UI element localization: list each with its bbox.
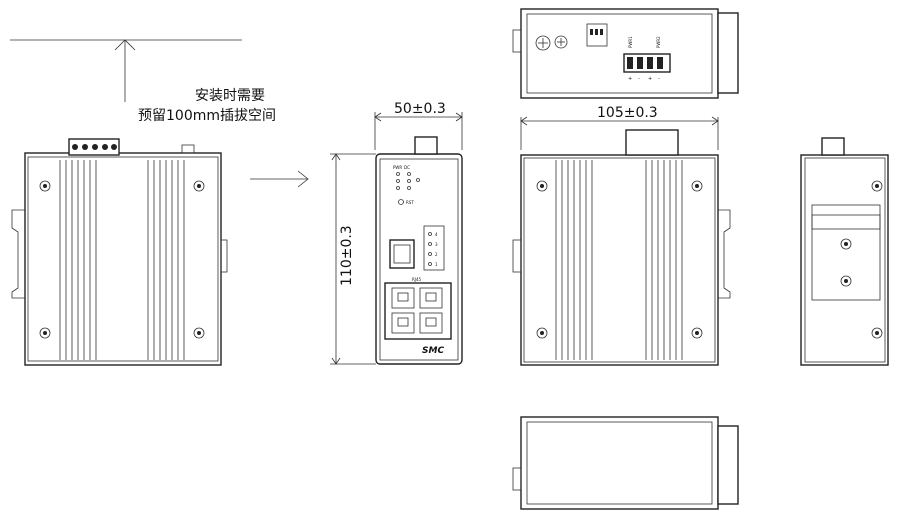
rj45-label: RJ45 <box>412 277 422 282</box>
rear-view <box>800 137 889 366</box>
clearance-note-line1: 安装时需要 <box>195 88 265 104</box>
port-led-1: 1 <box>435 262 438 267</box>
terminal-label-pwr1: PWR1 <box>628 36 633 48</box>
port-led-3: 3 <box>435 242 438 247</box>
led-label-dc: DC <box>404 165 410 170</box>
side-view-left <box>11 138 228 366</box>
pin-2: - <box>638 76 640 82</box>
reset-label: RST <box>406 200 414 205</box>
port-led-4: 4 <box>435 232 438 237</box>
led-label-pwr: PWR <box>393 165 402 170</box>
front-view: 50±0.3 110±0.3 PWR DC RST 4 3 2 1 RJ45 <box>330 101 463 365</box>
clearance-annotation: 安装时需要 预留100mm插拔空间 <box>10 39 309 188</box>
side-view-right: 105±0.3 <box>512 105 731 366</box>
clearance-note-line2: 预留100mm插拔空间 <box>138 108 276 124</box>
front-width-dimension: 50±0.3 <box>394 101 446 117</box>
pin-1: + <box>628 76 632 82</box>
top-view: PWR1 PWR2 + - + - <box>512 8 739 99</box>
front-height-dimension: 110±0.3 <box>339 225 355 286</box>
depth-dimension: 105±0.3 <box>597 105 658 121</box>
pin-3: + <box>648 76 652 82</box>
bottom-view <box>512 416 739 510</box>
terminal-label-pwr2: PWR2 <box>656 36 661 48</box>
brand-logo: SMC <box>422 346 444 356</box>
pin-4: - <box>658 76 660 82</box>
port-led-2: 2 <box>435 252 438 257</box>
